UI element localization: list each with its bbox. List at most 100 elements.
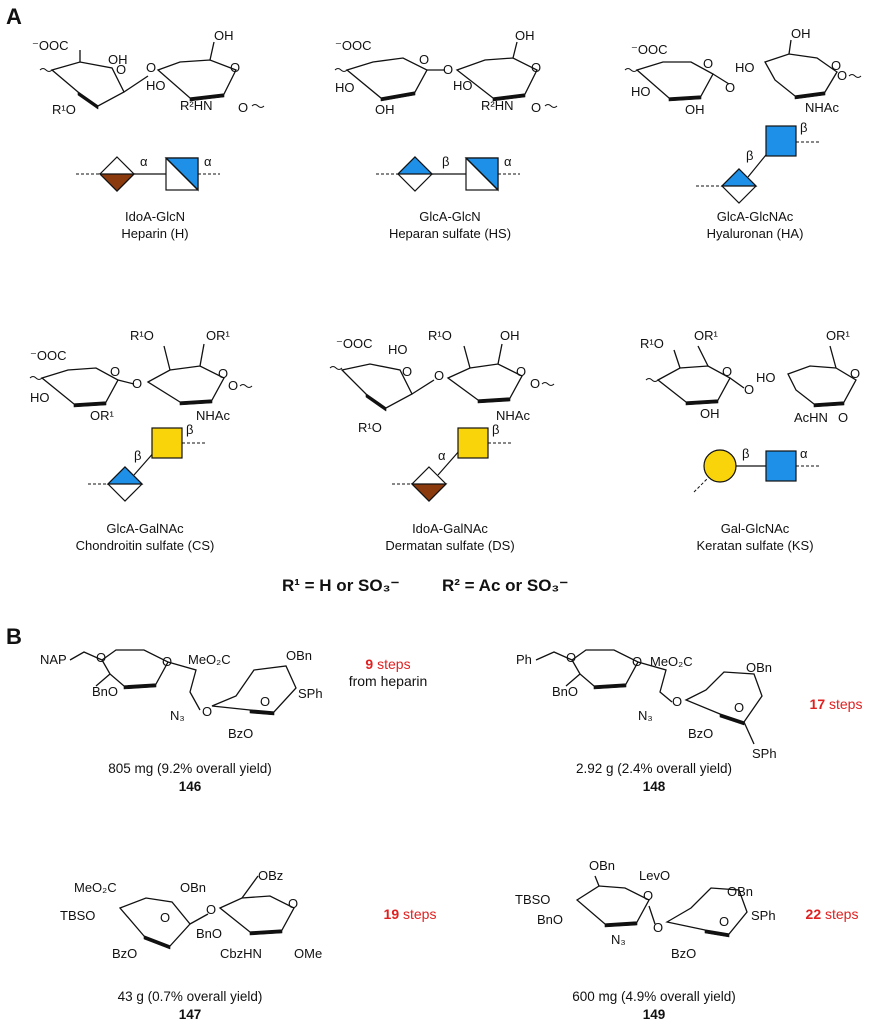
bzo-label: BzO (228, 726, 253, 741)
gag-caption-keratan-sulfate: Gal-GlcNAc Keratan sulfate (KS) (660, 520, 850, 554)
ring-oxygen: O (566, 650, 576, 665)
sph-label: SPh (751, 908, 776, 923)
ring-oxygen: O (531, 60, 541, 75)
step-count: 17 (809, 696, 826, 712)
keratan-sulfate-structure: R¹O OR¹ O OH O OR¹ HO O AcHN O (640, 328, 860, 425)
r2hn-label: R²HN (180, 98, 213, 113)
compound-147-structure: MeO₂C TBSO OBn O BzO O OBz O BnO CbzHN O… (60, 868, 322, 961)
gag-name-label: Hyaluronan (HA) (706, 226, 804, 241)
glycosidic-oxygen: O (744, 382, 754, 397)
hydroxyl-label: HO (388, 342, 408, 357)
hydroxyl-label: OH (500, 328, 520, 343)
compound-148-steps: 17 steps (796, 696, 876, 713)
keratan-sulfate-glycan-symbol: β α (693, 446, 820, 493)
ring-oxygen: O (402, 364, 412, 379)
bno-label: BnO (537, 912, 563, 927)
r1o-label: R¹O (640, 336, 664, 351)
gag-name-label: Heparan sulfate (HS) (388, 226, 512, 241)
steps-note: from heparin (348, 673, 428, 689)
compound-147-steps: 19 steps (360, 906, 460, 923)
panel-label-b: B (6, 624, 22, 649)
linkage-alpha-label: α (140, 154, 148, 169)
glycosidic-oxygen: O (202, 704, 212, 719)
yield-text: 600 mg (4.9% overall yield) (572, 989, 736, 1004)
linkage-beta-label: β (186, 422, 193, 437)
compound-number: 147 (178, 1007, 202, 1022)
obn-label: OBn (589, 858, 615, 873)
gag-name-label: Heparin (H) (121, 226, 189, 241)
hydroxyl-label: HO (735, 60, 755, 75)
sph-label: SPh (752, 746, 777, 761)
obn-label: OBn (180, 880, 206, 895)
anomeric-oxygen: O (837, 68, 847, 83)
steps-unit: steps (399, 906, 437, 922)
hydroxyl-label: HO (631, 84, 651, 99)
hydroxyl-label: OH (108, 52, 128, 67)
sph-label: SPh (298, 686, 323, 701)
ring-oxygen: O (722, 364, 732, 379)
disaccharide-label: GlcA-GalNAc (106, 521, 184, 536)
glycosidic-oxygen: O (725, 80, 735, 95)
ring-oxygen: O (632, 654, 642, 669)
gag-caption-chondroitin-sulfate: GlcA-GalNAc Chondroitin sulfate (CS) (50, 520, 240, 554)
bzo-label: BzO (688, 726, 713, 741)
carboxylate-label: ⁻OOC (335, 38, 371, 53)
carboxylate-label: ⁻OOC (631, 42, 667, 57)
achn-label: AcHN (794, 410, 828, 425)
yield-text: 2.92 g (2.4% overall yield) (575, 761, 733, 776)
gag-name-label: Dermatan sulfate (DS) (385, 538, 515, 553)
hydroxyl-label: OH (791, 26, 811, 41)
bzo-label: BzO (671, 946, 696, 961)
compound-149-caption: 600 mg (4.9% overall yield) 149 (524, 988, 784, 1024)
ring-oxygen: O (643, 888, 653, 903)
obn-label: OBn (746, 660, 772, 675)
glcnac-square (765, 125, 797, 157)
glycosidic-oxygen: O (206, 902, 216, 917)
gag-caption-hyaluronan: GlcA-GlcNAc Hyaluronan (HA) (670, 208, 840, 242)
compound-148-structure: Ph O O BnO N₃ O MeO₂C OBn SPh BzO O (516, 649, 777, 761)
compound-146-steps: 9 steps from heparin (338, 656, 438, 690)
carboxylate-label: ⁻OOC (32, 38, 68, 53)
idoa-diamond-bottom (410, 483, 448, 502)
linkage-beta-label: β (442, 154, 449, 169)
glycosidic-oxygen: O (434, 368, 444, 383)
hydroxyl-label: HO (30, 390, 50, 405)
chondroitin-sulfate-glycan-symbol: β β (88, 422, 206, 502)
tbso-label: TBSO (60, 908, 95, 923)
anomeric-oxygen: O (838, 410, 848, 425)
nhac-label: NHAc (805, 100, 839, 115)
r1o-label: R¹O (358, 420, 382, 435)
r1o-label: R¹O (130, 328, 154, 343)
phenyl-label: Ph (516, 652, 532, 667)
anomeric-oxygen: O (238, 100, 248, 115)
heparin-structure: O ⁻OOC OH R¹O O OH O HO R²HN O (32, 28, 265, 117)
steps-unit: steps (373, 656, 411, 672)
glcnac-square (765, 450, 797, 482)
compound-146-caption: 805 mg (9.2% overall yield) 146 (60, 760, 320, 796)
galnac-square (457, 427, 489, 459)
ring-oxygen: O (162, 654, 172, 669)
steps-unit: steps (821, 906, 859, 922)
compound-number: 149 (642, 1007, 666, 1022)
galnac-square (151, 427, 183, 459)
panel-label-a: A (6, 4, 22, 29)
linkage-beta-label: β (746, 148, 753, 163)
hydroxyl-label: OH (700, 406, 720, 421)
obn-label: OBn (286, 648, 312, 663)
gal-circle (703, 449, 737, 483)
idoa-diamond-bottom (98, 173, 136, 192)
yield-text: 43 g (0.7% overall yield) (117, 989, 263, 1004)
compound-149-steps: 22 steps (788, 906, 876, 923)
disaccharide-label: Gal-GlcNAc (720, 521, 790, 536)
glycosidic-oxygen: O (132, 376, 142, 391)
anomeric-oxygen: O (530, 376, 540, 391)
dermatan-sulfate-glycan-symbol: α β (392, 422, 512, 502)
ring-oxygen: O (110, 364, 120, 379)
or1-label: OR¹ (826, 328, 851, 343)
hydroxyl-label: OH (515, 28, 535, 43)
linkage-alpha-label: α (800, 446, 808, 461)
ring-oxygen: O (96, 650, 106, 665)
glycosidic-oxygen: O (672, 694, 682, 709)
bzo-label: BzO (112, 946, 137, 961)
